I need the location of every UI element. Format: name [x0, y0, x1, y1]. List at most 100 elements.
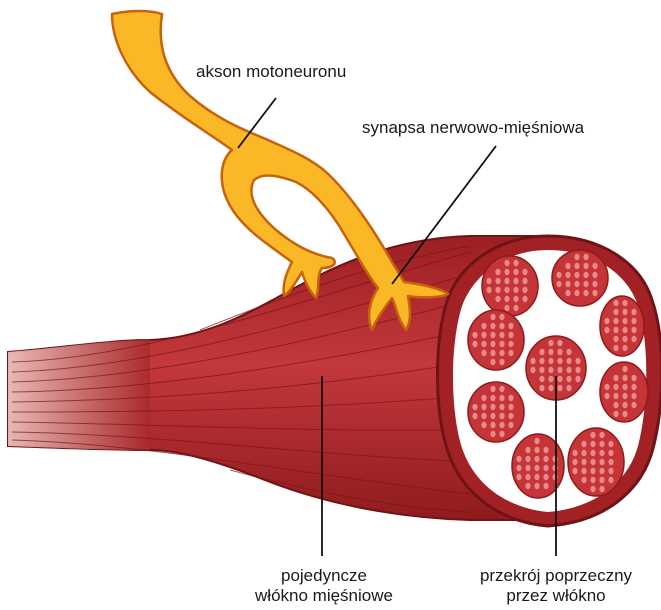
fibril-dot: [516, 474, 521, 480]
fibril-dot: [590, 486, 595, 492]
fibril-dot: [613, 309, 618, 315]
fibril-dot: [574, 263, 579, 269]
fibril-dot: [499, 314, 504, 320]
fibril-dot: [499, 332, 504, 338]
fibril-dot: [522, 287, 527, 293]
fibril-dot: [525, 465, 530, 471]
fibril-dot: [490, 359, 495, 365]
fibril-dot: [534, 447, 539, 453]
fibril-dot: [513, 269, 518, 275]
fibril-dot: [486, 287, 491, 293]
fibril-dot: [599, 432, 604, 438]
fibril-dot: [508, 350, 513, 356]
fibril-dot: [583, 281, 588, 287]
fibril-dot: [534, 465, 539, 471]
fibril-dot: [565, 272, 570, 278]
fibril-dot: [581, 441, 586, 447]
fibril-dot: [613, 402, 618, 408]
fibril-dot: [481, 422, 486, 428]
fibril-dot: [499, 413, 504, 419]
fibril-dot: [548, 358, 553, 364]
fibril-dot: [574, 272, 579, 278]
fibril-dot: [508, 323, 513, 329]
fibril-dot: [631, 327, 636, 333]
fibril-dot: [590, 432, 595, 438]
fibril-dot: [556, 272, 561, 278]
fibril-dot: [581, 468, 586, 474]
fibril-dot: [622, 318, 627, 324]
fibril-dot: [581, 450, 586, 456]
fibril-dot: [613, 384, 618, 390]
fibril-dot: [534, 456, 539, 462]
fibril-dot: [608, 477, 613, 483]
axon-shape: [112, 11, 448, 330]
fibril-dot: [490, 386, 495, 392]
fibril-dot: [604, 318, 609, 324]
fibril-dot: [574, 254, 579, 260]
fibril-dot: [490, 341, 495, 347]
fibril-dot: [565, 290, 570, 296]
fibril-dot: [486, 278, 491, 284]
fibril-dot: [599, 477, 604, 483]
fibril-dot: [499, 359, 504, 365]
fibril-dot: [490, 422, 495, 428]
fibril-dot: [499, 395, 504, 401]
fibril-dot: [548, 340, 553, 346]
fibril-dot: [565, 263, 570, 269]
fibril-dot: [490, 395, 495, 401]
fibril-dot: [495, 269, 500, 275]
fibril-dot: [495, 296, 500, 302]
fibril-dot: [631, 402, 636, 408]
fibril-dot: [613, 336, 618, 342]
fibril-dot: [608, 441, 613, 447]
fibril-dot: [543, 483, 548, 489]
fibril-dot: [522, 278, 527, 284]
fibril-dot: [592, 290, 597, 296]
fibril-dot: [481, 323, 486, 329]
fibril-dot: [499, 386, 504, 392]
fibril-dot: [525, 483, 530, 489]
fibril-dot: [472, 332, 477, 338]
fibril-dot: [590, 441, 595, 447]
cross-section-label: przekrój poprzeczny przez włókno: [456, 566, 656, 606]
fibril-dot: [548, 349, 553, 355]
fibril-dot: [522, 296, 527, 302]
fibril-dot: [590, 450, 595, 456]
fibril-dot: [599, 468, 604, 474]
fibril-dot: [622, 402, 627, 408]
fiber-label: pojedyncze włókno mięśniowe: [224, 566, 424, 606]
fibril-dot: [513, 305, 518, 311]
fibril-dot: [583, 263, 588, 269]
fibril-dot: [504, 269, 509, 275]
fibril-dot: [557, 340, 562, 346]
fibril-dot: [539, 385, 544, 391]
fibril-dot: [613, 375, 618, 381]
fibril-dot: [499, 422, 504, 428]
fibril-dot: [613, 300, 618, 306]
fibril-dot: [557, 385, 562, 391]
fibril-dot: [556, 281, 561, 287]
fibril-dot: [539, 376, 544, 382]
fibril-dot: [613, 318, 618, 324]
fibril-dot: [481, 395, 486, 401]
fibril-dot: [490, 332, 495, 338]
fibril-dot: [592, 272, 597, 278]
fibril-dot: [557, 367, 562, 373]
fibril-dot: [599, 486, 604, 492]
fibril-dot: [548, 367, 553, 373]
fibril-dot: [613, 327, 618, 333]
fibril-dot: [499, 431, 504, 437]
fibril-dot: [631, 384, 636, 390]
fibril-dot: [548, 376, 553, 382]
fibril-dot: [581, 459, 586, 465]
fibril-dot: [599, 441, 604, 447]
fibril-dot: [513, 278, 518, 284]
fibril-dot: [508, 413, 513, 419]
fibril-dot: [604, 384, 609, 390]
fibril-dot: [504, 260, 509, 266]
fibril-dot: [565, 281, 570, 287]
fibril-dot: [557, 376, 562, 382]
fibril-dot: [490, 404, 495, 410]
fibril-dot: [574, 290, 579, 296]
fibril-dot: [481, 413, 486, 419]
